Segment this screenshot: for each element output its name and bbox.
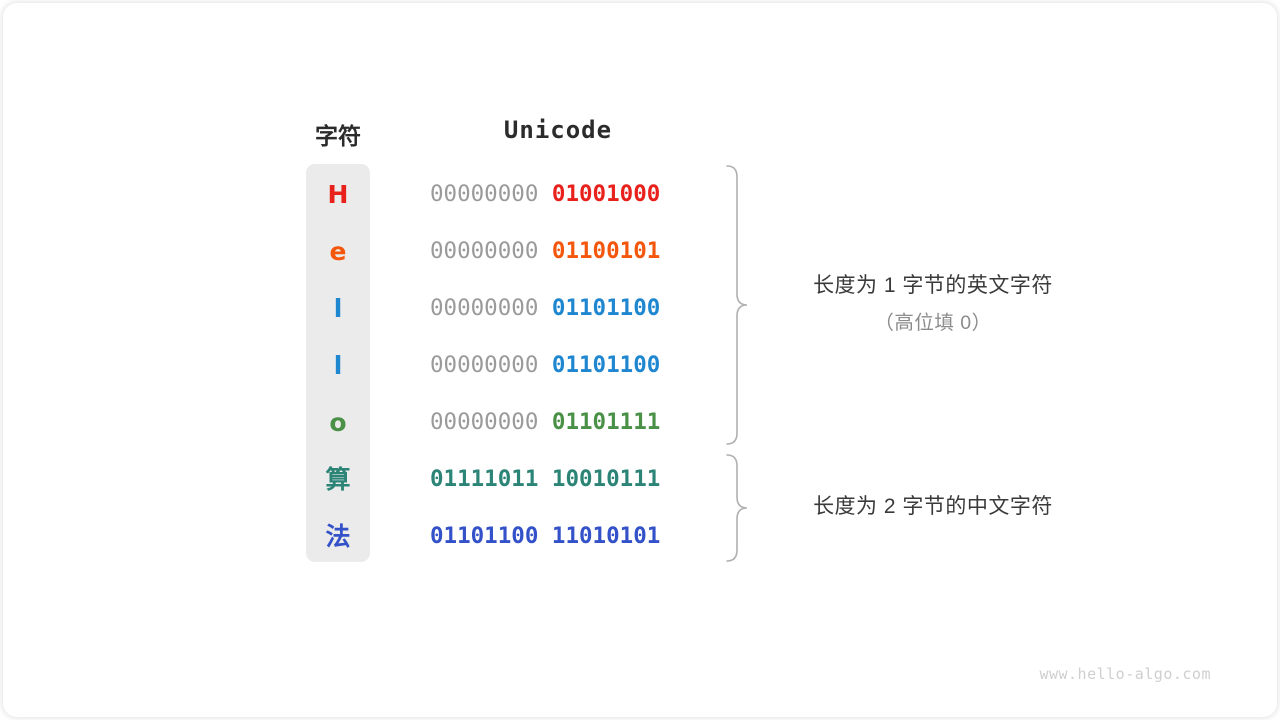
row-unicode-bits: 01111011 10010111 (430, 451, 692, 508)
table-row: o 00000000 01101111 (306, 394, 696, 451)
table-row: 算 01111011 10010111 (306, 451, 696, 508)
low-byte: 01001000 (551, 181, 661, 207)
row-character: 法 (325, 522, 351, 551)
row-unicode-bits: 01101100 11010101 (430, 508, 692, 565)
byte-separator (538, 466, 552, 492)
table-row: l 00000000 01101100 (306, 337, 696, 394)
high-byte: 01101100 (430, 523, 539, 549)
table-row: H 00000000 01001000 (306, 166, 696, 223)
row-unicode-bits: 00000000 01101100 (430, 337, 692, 394)
low-byte: 11010101 (551, 523, 661, 549)
table-row: l 00000000 01101100 (306, 280, 696, 337)
high-byte: 00000000 (430, 409, 539, 435)
high-byte: 01111011 (430, 466, 539, 492)
high-byte: 00000000 (430, 238, 539, 264)
row-character: H (327, 180, 349, 209)
annotation-secondary-line: （高位填 0） (874, 312, 992, 334)
diagram-stage: 字符 Unicode H 00000000 01001000 e 00000000 0… (3, 3, 1277, 717)
row-unicode-bits: 00000000 01001000 (430, 166, 692, 223)
high-byte: 00000000 (430, 295, 539, 321)
row-character: l (333, 351, 343, 380)
byte-separator (538, 523, 552, 549)
row-character: e (329, 237, 347, 266)
annotation-text: 长度为 2 字节的中文字符 (763, 490, 1103, 520)
low-byte: 10010111 (551, 466, 661, 492)
low-byte: 01101100 (551, 295, 661, 321)
byte-separator (538, 238, 552, 264)
table-row: e 00000000 01100101 (306, 223, 696, 280)
watermark-url: www.hello-algo.com (1039, 665, 1211, 683)
table-row: 法 01101100 11010101 (306, 508, 696, 565)
low-byte: 01100101 (551, 238, 661, 264)
row-unicode-bits: 00000000 01100101 (430, 223, 692, 280)
row-character: l (333, 294, 343, 323)
row-character: o (329, 408, 347, 437)
annotation-text: 长度为 1 字节的英文字符 （高位填 0） (763, 269, 1103, 335)
annotation-primary-line: 长度为 2 字节的中文字符 (813, 495, 1053, 518)
brace-path (726, 165, 748, 445)
high-byte: 00000000 (430, 352, 539, 378)
high-byte: 00000000 (430, 181, 539, 207)
byte-separator (538, 295, 552, 321)
diagram-card: 字符 Unicode H 00000000 01001000 e 00000000 0… (3, 3, 1277, 717)
annotation-primary-line: 长度为 1 字节的英文字符 (813, 274, 1053, 297)
row-unicode-bits: 00000000 01101111 (430, 394, 692, 451)
column-header-unicode: Unicode (503, 116, 613, 144)
brace-path (726, 454, 748, 562)
row-character: 算 (325, 465, 351, 494)
group-brace (726, 165, 748, 445)
row-unicode-bits: 00000000 01101100 (430, 280, 692, 337)
column-header-character: 字符 (315, 123, 361, 149)
byte-separator (538, 409, 552, 435)
character-column-background (306, 164, 370, 562)
byte-separator (538, 352, 552, 378)
low-byte: 01101111 (551, 409, 661, 435)
group-brace (726, 454, 748, 562)
byte-separator (538, 181, 552, 207)
low-byte: 01101100 (551, 352, 661, 378)
